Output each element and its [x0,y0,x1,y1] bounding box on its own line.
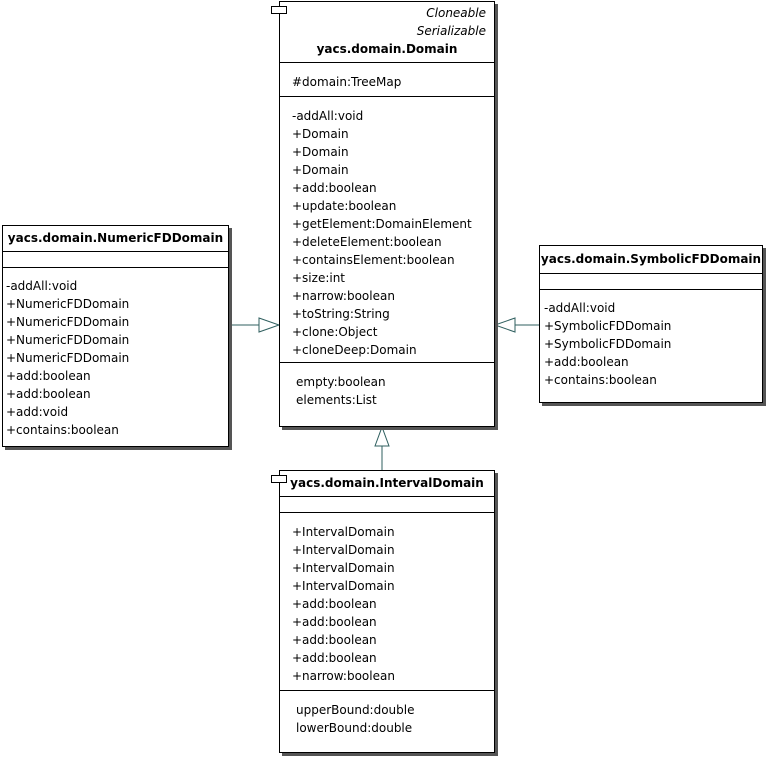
operation: +NumericFDDomain [6,297,130,311]
operation: +add:void [6,405,69,419]
operations-section: -addAll:void +SymbolicFDDomain +Symbolic… [540,289,762,389]
inheritance-arrowhead-interval [374,425,390,447]
attributes-section: #domain:TreeMap [280,62,494,96]
class-name: yacs.domain.SymbolicFDDomain [540,252,762,266]
class-header: yacs.domain.NumericFDDomain [3,226,228,251]
class-interval-domain[interactable]: yacs.domain.IntervalDomain +IntervalDoma… [271,470,495,753]
class-symbolic-fd-domain[interactable]: yacs.domain.SymbolicFDDomain -addAll:voi… [539,245,763,403]
stereotype-serializable: Serializable [416,24,486,38]
operation: +add:boolean [6,387,91,401]
attributes-section [3,251,228,267]
class-name: yacs.domain.IntervalDomain [290,476,484,490]
properties-section: empty:boolean elements:List [280,362,494,409]
class-header: Cloneable Serializable yacs.domain.Domai… [280,2,494,62]
property: empty:boolean [296,375,386,389]
class-numeric-fd-domain[interactable]: yacs.domain.NumericFDDomain -addAll:void… [2,225,229,447]
class-header: yacs.domain.IntervalDomain [280,471,494,496]
operation: +NumericFDDomain [6,333,130,347]
operation: +SymbolicFDDomain [544,319,672,333]
operation: +Domain [292,163,349,177]
attribute: #domain:TreeMap [292,75,402,89]
operation: +IntervalDomain [292,525,395,539]
class-name: yacs.domain.NumericFDDomain [7,231,224,245]
operation: +IntervalDomain [292,561,395,575]
operation: +add:boolean [292,181,377,195]
operation: +cloneDeep:Domain [292,343,417,357]
class-domain[interactable]: Cloneable Serializable yacs.domain.Domai… [271,1,495,427]
properties-section: upperBound:double lowerBound:double [280,690,494,737]
operation: +size:int [292,271,346,285]
property: elements:List [296,393,377,407]
package-icon [271,475,287,483]
operation: +add:boolean [292,615,377,629]
operations-section: -addAll:void +NumericFDDomain +NumericFD… [3,267,228,439]
operation: +toString:String [292,307,390,321]
operation: +clone:Object [292,325,378,339]
operation: +add:boolean [292,651,377,665]
operation: +deleteElement:boolean [292,235,442,249]
operation: -addAll:void [6,279,78,293]
operation: +add:boolean [292,597,377,611]
operation: +SymbolicFDDomain [544,337,672,351]
operation: +narrow:boolean [292,289,395,303]
class-header: yacs.domain.SymbolicFDDomain [540,246,762,273]
operation: +contains:boolean [6,423,119,437]
attributes-section [280,496,494,512]
operation: +add:boolean [292,633,377,647]
attributes-section [540,273,762,289]
operation: +Domain [292,127,349,141]
class-name: yacs.domain.Domain [316,42,458,56]
operation: -addAll:void [544,301,616,315]
operation: +add:boolean [6,369,91,383]
operation: +contains:boolean [544,373,657,387]
property: upperBound:double [296,703,415,717]
operation: +NumericFDDomain [6,315,130,329]
operation: +NumericFDDomain [6,351,130,365]
operation: +update:boolean [292,199,397,213]
operation: +getElement:DomainElement [292,217,472,231]
operation: +Domain [292,145,349,159]
operation: +containsElement:boolean [292,253,455,267]
operation: +IntervalDomain [292,579,395,593]
package-icon [271,6,287,14]
inheritance-arrowhead-numeric [258,317,281,333]
operations-section: -addAll:void +Domain +Domain +Domain +ad… [280,96,494,362]
inheritance-arrowhead-symbolic [493,317,516,333]
operation: +add:boolean [544,355,629,369]
stereotype-cloneable: Cloneable [426,6,486,20]
operation: +IntervalDomain [292,543,395,557]
operations-section: +IntervalDomain +IntervalDomain +Interva… [280,512,494,690]
operation: -addAll:void [292,109,364,123]
operation: +narrow:boolean [292,669,395,683]
property: lowerBound:double [296,721,413,735]
